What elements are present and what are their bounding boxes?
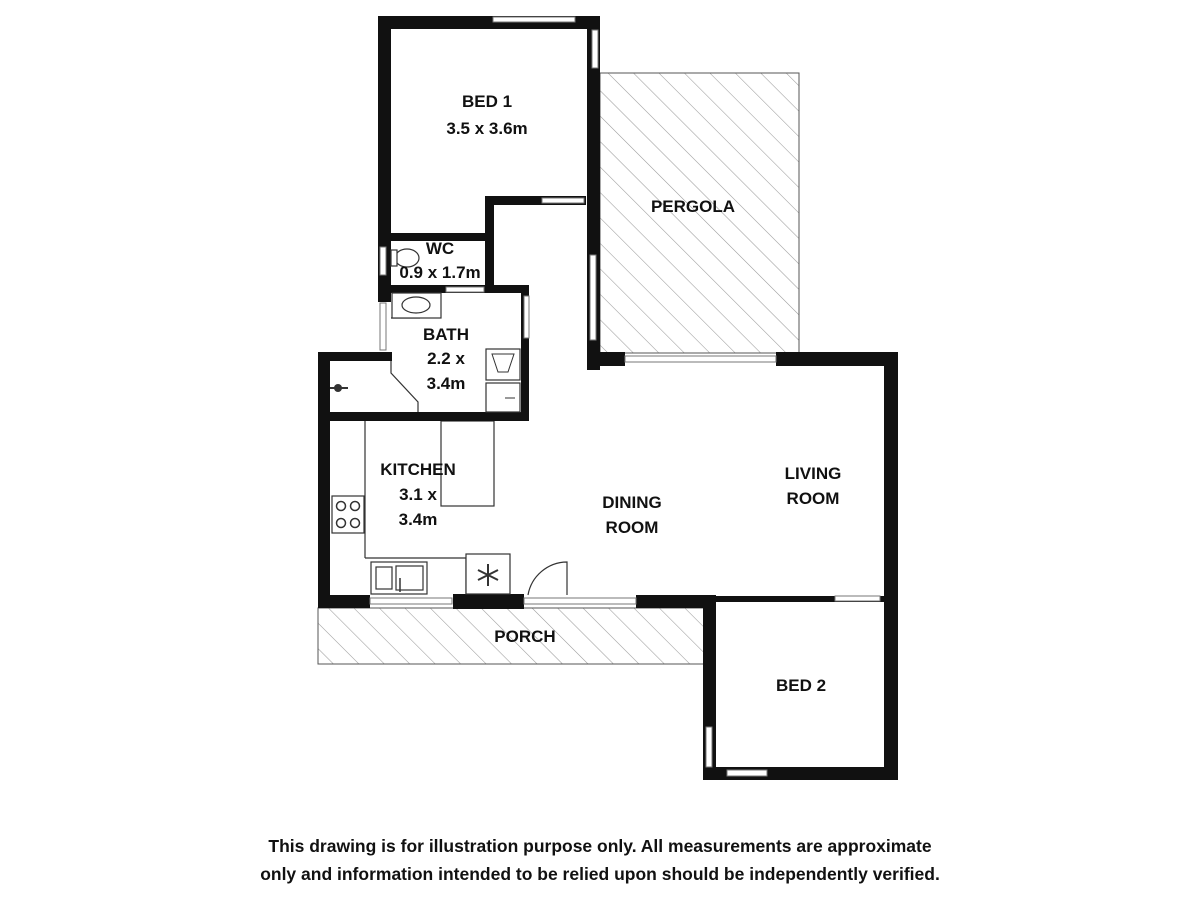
kitchen-island	[440, 420, 495, 507]
dining-label-line2: ROOM	[606, 518, 659, 537]
kitchen-name-label: KITCHEN	[380, 460, 456, 479]
floor-plan: BED 1 3.5 x 3.6m PERGOLA WC 0.9 x 1.7m B…	[317, 16, 898, 780]
bath-size-line2: 3.4m	[427, 374, 466, 393]
room-labels: BED 1 3.5 x 3.6m PERGOLA WC 0.9 x 1.7m B…	[380, 92, 841, 695]
bed2-name-label: BED 2	[776, 676, 826, 695]
laundry-tap-icon	[330, 384, 348, 392]
washing-machine-icon	[485, 382, 521, 413]
shower-icon	[485, 348, 521, 381]
porch-name-label: PORCH	[494, 627, 555, 646]
disclaimer-line2: only and information intended to be reli…	[260, 864, 940, 884]
bed1-size-label: 3.5 x 3.6m	[446, 119, 527, 138]
dining-label-line1: DINING	[602, 493, 662, 512]
windows	[369, 16, 881, 777]
wc-name-label: WC	[426, 239, 454, 258]
wc-size-label: 0.9 x 1.7m	[399, 263, 480, 282]
disclaimer-line1: This drawing is for illustration purpose…	[268, 836, 932, 856]
cooktop-icon	[331, 495, 365, 534]
disclaimer-text: This drawing is for illustration purpose…	[0, 832, 1200, 888]
bed1-name-label: BED 1	[462, 92, 512, 111]
kitchen-size-line1: 3.1 x	[399, 485, 437, 504]
bath-size-line1: 2.2 x	[427, 349, 465, 368]
basin-icon	[391, 292, 442, 319]
porch-area	[317, 607, 705, 665]
pergola-name-label: PERGOLA	[651, 197, 735, 216]
pergola-area	[599, 72, 800, 354]
entry-door-swing	[527, 561, 568, 596]
heater-icon	[465, 553, 511, 595]
kitchen-sink-icon	[370, 561, 428, 595]
bath-name-label: BATH	[423, 325, 469, 344]
living-label-line1: LIVING	[785, 464, 842, 483]
toilet-icon	[390, 248, 420, 268]
kitchen-size-line2: 3.4m	[399, 510, 438, 529]
living-label-line2: ROOM	[787, 489, 840, 508]
